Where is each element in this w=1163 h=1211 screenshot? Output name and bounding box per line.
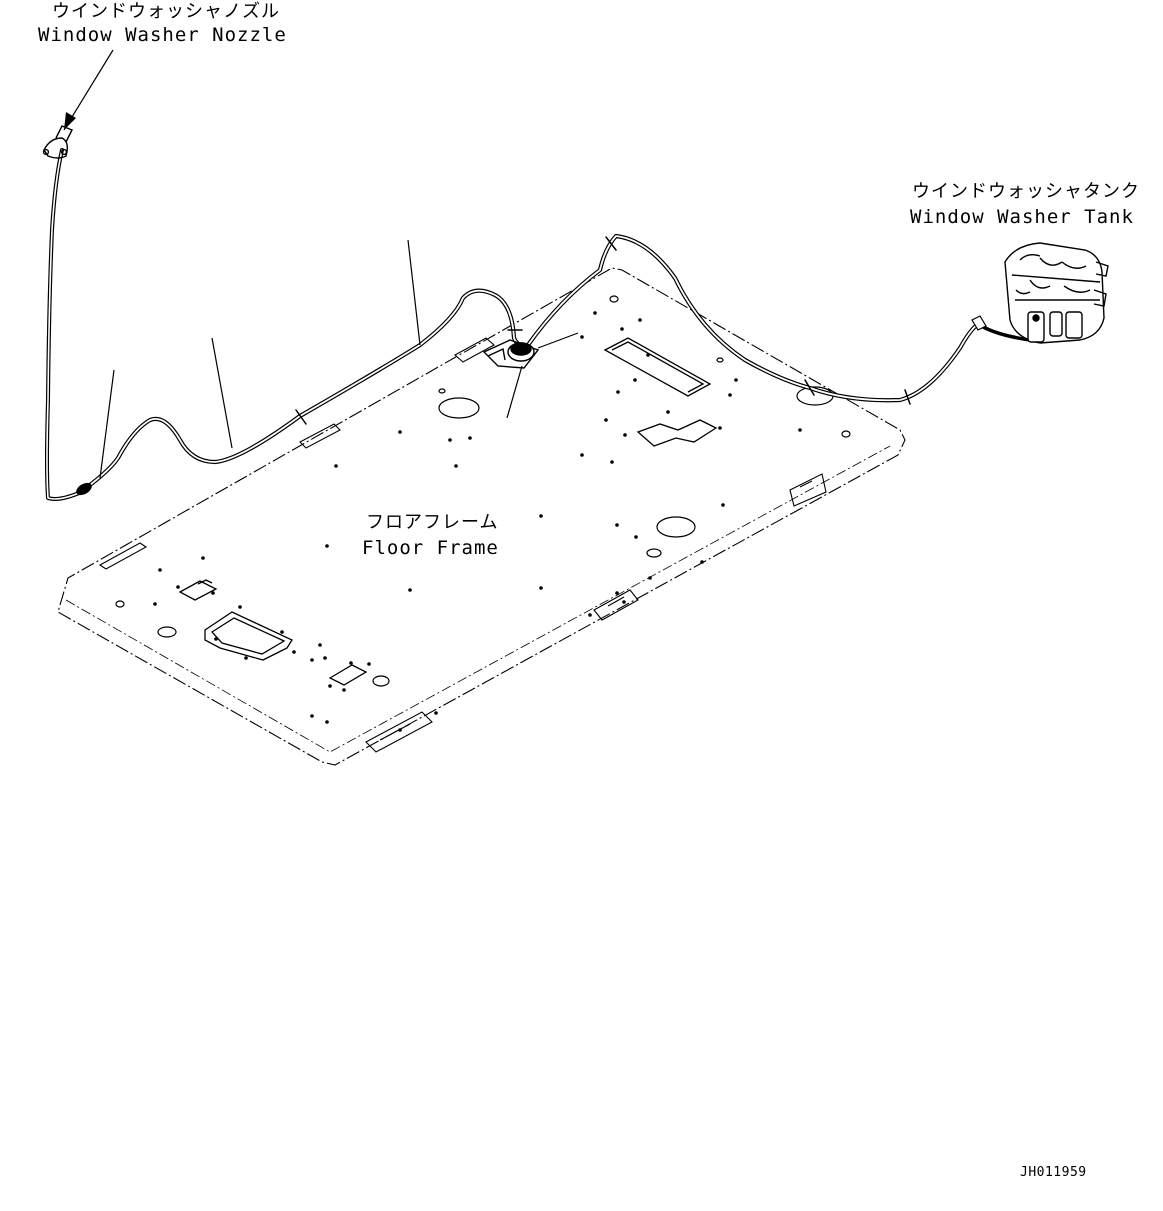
leader-hose-3	[407, 239, 421, 346]
hose-joint-icon	[76, 482, 92, 496]
tank-label-jp: ウインドウォッシャタンク	[912, 181, 1140, 202]
leader-grommet-upper	[537, 332, 579, 349]
leader-nozzle-arrowhead	[64, 112, 76, 130]
floor-frame-cutouts	[178, 337, 718, 686]
leader-lines	[63, 49, 579, 479]
nozzle-label-jp: ウインドウォッシャノズル	[52, 1, 280, 22]
cutout-left-slot	[178, 580, 218, 601]
cutout-front-slot	[328, 664, 368, 686]
tank-hose-clip-icon	[971, 315, 987, 331]
floor-frame-label-en: Floor Frame	[362, 537, 499, 559]
floor-frame-brackets	[98, 337, 827, 753]
hose-grommet-icon	[482, 339, 540, 369]
washer-hose	[45, 148, 1032, 501]
drawing-number: JH011959	[1020, 1165, 1087, 1180]
tank-label-en: Window Washer Tank	[910, 206, 1134, 228]
cutout-rear-slot	[603, 337, 712, 397]
floor-frame-inner-edge	[65, 445, 891, 753]
leader-grommet-lower	[506, 365, 523, 419]
cutout-front-panel	[204, 611, 293, 661]
floor-frame-label-jp: フロアフレーム	[366, 512, 499, 533]
washer-nozzle-icon	[42, 125, 73, 159]
floor-frame-plate	[57, 267, 906, 766]
cutout-center-slot	[636, 419, 718, 447]
leader-hose-1	[99, 369, 115, 479]
washer-tank-icon	[1004, 242, 1109, 344]
floor-frame-bolt-holes	[153, 311, 802, 732]
nozzle-label-en: Window Washer Nozzle	[38, 24, 287, 46]
leader-hose-2	[211, 337, 233, 449]
